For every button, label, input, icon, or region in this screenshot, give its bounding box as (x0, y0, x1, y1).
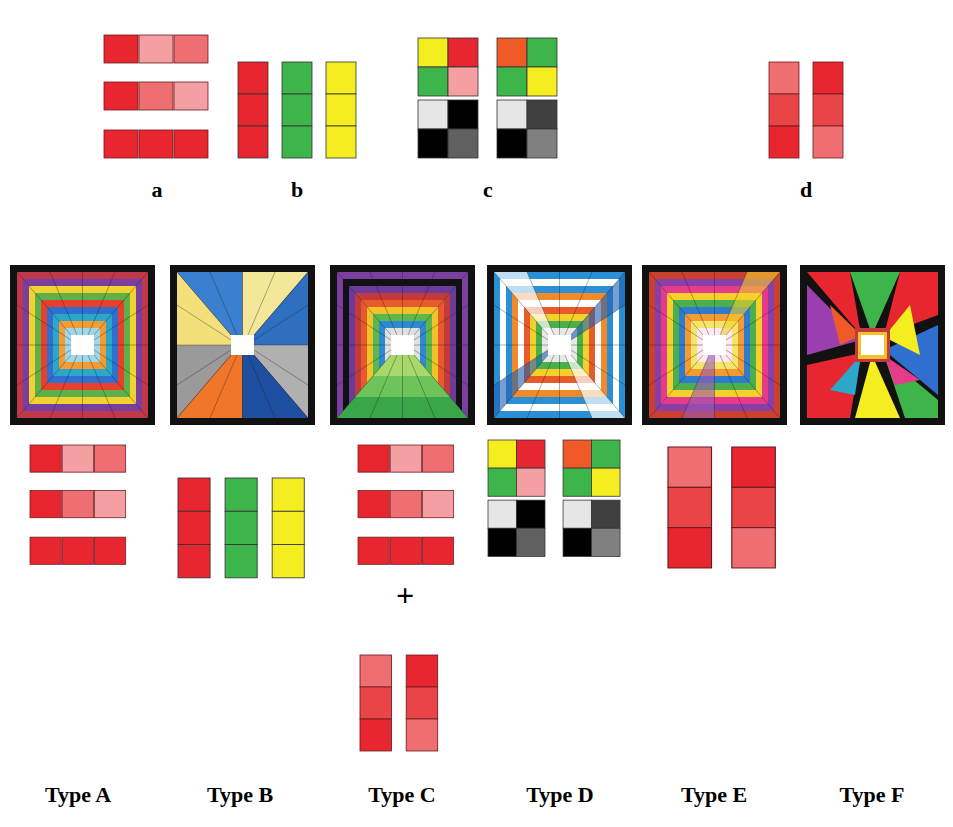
swatch-group (769, 62, 843, 158)
painting (330, 265, 475, 425)
type-label: Type B (207, 783, 273, 807)
swatch-group (238, 62, 356, 158)
swatch-group (668, 447, 775, 568)
painting (642, 265, 787, 425)
panel-label: d (800, 178, 812, 202)
swatch-group (178, 478, 304, 578)
type-label: Type F (840, 783, 905, 807)
swatch-group (358, 445, 454, 564)
type-label: Type E (681, 783, 747, 807)
type-label: Type D (526, 783, 593, 807)
swatch-group (360, 655, 438, 751)
painting (800, 265, 945, 425)
swatch-group (30, 445, 126, 564)
painting (170, 265, 315, 425)
type-label: Type A (45, 783, 111, 807)
painting (10, 265, 155, 425)
panel-label: b (291, 178, 303, 202)
swatch-group (418, 38, 557, 158)
panel-label: c (483, 178, 493, 202)
painting (487, 265, 632, 425)
swatch-group (104, 35, 208, 158)
panel-label: a (152, 178, 163, 202)
plus-sign: + (396, 578, 414, 613)
swatch-group (488, 440, 620, 556)
type-label: Type C (368, 783, 435, 807)
